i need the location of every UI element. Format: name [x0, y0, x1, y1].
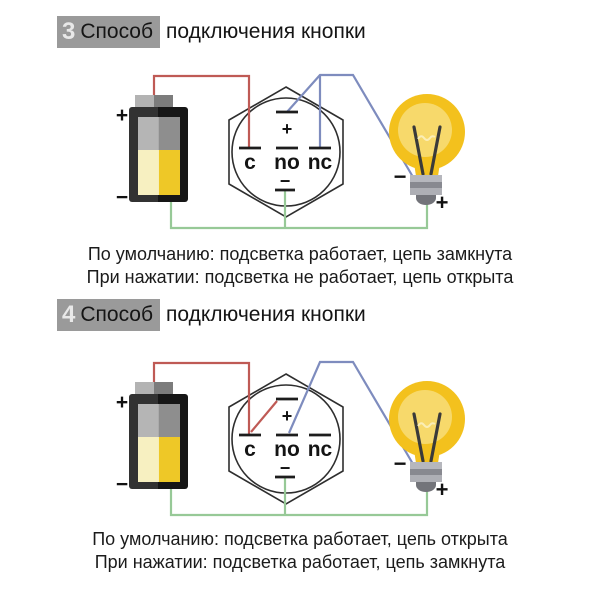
bulb-filament-icon	[412, 125, 442, 176]
terminal-c-label: c	[244, 151, 256, 174]
default-state-line: По умолчанию: подсветка работает, цепь о…	[92, 529, 508, 549]
section-4-badge-word: Способ	[80, 303, 154, 326]
bulb-filament-icon	[412, 412, 442, 463]
default-state-line: По умолчанию: подсветка работает, цепь з…	[87, 244, 513, 264]
pressed-state-line: При нажатии: подсветка не работает, цепь…	[86, 267, 514, 287]
led-plus-label: +	[282, 119, 293, 139]
section-4-badge: 4 Способ	[57, 299, 161, 331]
wiring-diagram-scheme-4: − + + c no nc − + −	[116, 360, 465, 517]
section-3-title: подключения кнопки	[166, 20, 366, 43]
pressed-state-line: При нажатии: подсветка работает, цепь за…	[94, 552, 506, 572]
section-4-number: 4	[62, 301, 76, 328]
bulb-minus-label: −	[394, 451, 407, 476]
wiring-diagram-scheme-3: − + + c no nc − + −	[116, 73, 465, 230]
bulb-tip	[416, 195, 436, 205]
green-wire	[169, 478, 429, 517]
section-3-number: 3	[62, 18, 76, 45]
section-4-description: По умолчанию: подсветка работает, цепь о…	[0, 528, 600, 574]
bulb-plus-label: +	[436, 190, 449, 215]
terminal-c-label: c	[244, 438, 256, 461]
terminal-no-label: no	[274, 438, 300, 461]
led-minus-label: −	[280, 171, 291, 191]
bulb-glow-squiggle	[417, 422, 436, 428]
battery	[129, 382, 188, 489]
terminal-nc-label: nc	[308, 151, 333, 174]
red-jumper-wire	[250, 400, 278, 433]
bulb-minus-label: −	[394, 164, 407, 189]
button-terminal-bars	[239, 397, 331, 479]
section-4-header: 4 Способ подключения кнопки	[57, 299, 366, 331]
button-terminal-bars	[239, 110, 331, 192]
led-minus-label: −	[280, 458, 291, 478]
green-wire	[169, 191, 429, 230]
section-3-badge: 3 Способ	[57, 16, 161, 48]
bulb-plus-label: +	[436, 477, 449, 502]
battery-plus-label: +	[116, 104, 128, 127]
bulb-base	[410, 462, 442, 492]
section-3-description: По умолчанию: подсветка работает, цепь з…	[0, 243, 600, 289]
section-3-badge-word: Способ	[80, 20, 154, 43]
battery-minus-label: −	[116, 473, 128, 496]
red-wire	[152, 361, 278, 434]
light-bulb: − +	[389, 381, 465, 502]
blue-wire	[287, 360, 414, 465]
red-wire	[152, 74, 251, 147]
section-4-title: подключения кнопки	[166, 303, 366, 326]
bulb-tip	[416, 482, 436, 492]
section-3-header: 3 Способ подключения кнопки	[57, 16, 366, 48]
light-bulb: − +	[389, 94, 465, 215]
battery-minus-label: −	[116, 186, 128, 209]
led-plus-label: +	[282, 406, 293, 426]
bulb-base	[410, 175, 442, 205]
battery-plus-label: +	[116, 391, 128, 414]
bulb-glow-squiggle	[417, 135, 436, 141]
battery	[129, 95, 188, 202]
blue-wire	[286, 73, 414, 178]
terminal-nc-label: nc	[308, 438, 333, 461]
terminal-no-label: no	[274, 151, 300, 174]
